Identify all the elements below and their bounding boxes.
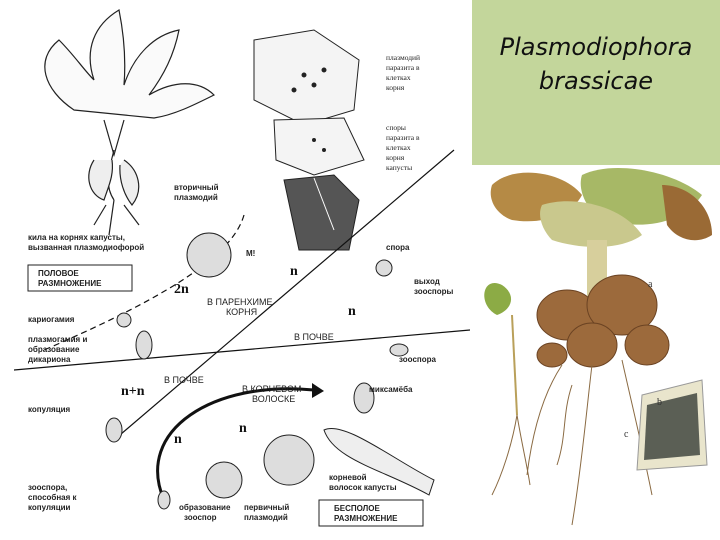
copulation-label: копуляция [28,405,71,414]
myxamoeba-label: миксамёба [369,385,413,394]
zoospore-exit-label-1: выход [414,277,440,286]
zone-lines [14,149,470,441]
ploidy-2n: 2n [174,282,189,297]
title-panel [472,0,720,165]
zoospore-exit-label-2: зооспоры [414,287,454,296]
slide-title: Plasmodiophora brassicae [472,30,720,98]
micro-inset [636,379,708,471]
root-hair-cabbage-label-1: корневой [329,473,367,482]
arrow-head [312,383,324,398]
root-hair-label-1: В КОРНЕВОМ [242,384,301,394]
diagram-label: споры [386,123,406,132]
diagram-label: паразита в [386,63,420,72]
zoospore-copulation-label-2: способная к [28,493,78,502]
plasmogamy-label-1: плазмогамия и [28,335,87,344]
spora-label: спора [386,243,410,252]
secondary-plasmodium-label-1: вторичный [174,183,219,192]
life-cycle-diagram: плазмодий паразита в клетках корня споры… [14,9,470,527]
label-a: a [648,279,653,290]
root-hair-label-2: ВОЛОСКЕ [252,394,295,404]
diagram-label: плазмодий [386,53,420,62]
zoospore-copulation-label-3: копуляции [28,503,71,512]
kila-label-2: вызванная плазмодиофорой [28,243,144,252]
m-mark: M! [246,249,255,258]
ploidy-nn: n+n [121,384,145,399]
title-line-2: brassicae [538,67,654,95]
label-b: b [657,397,662,408]
primary-plasmodium-label-2: плазмодий [244,513,288,522]
secondary-plasmodium-label-2: плазмодий [174,193,218,202]
title-line-1: Plasmodiophora [499,33,693,61]
diagram-label: паразита в [386,133,420,142]
kila-label-1: кила на корнях капусты, [28,233,125,242]
small-plant [484,282,531,496]
plant-cells-illustration [253,29,365,176]
asexual-box-label-1: БЕСПОЛОЕ [334,504,380,513]
zoospore-copulation-label-1: зооспора, [28,483,67,492]
zoospore-formation-label-2: зооспор [184,513,217,522]
sexual-box-label-2: РАЗМНОЖЕНИЕ [38,279,102,288]
diagram-label: клетках [386,73,411,82]
parenchyma-label-2: КОРНЯ [226,307,257,317]
label-c: c [624,429,629,440]
cabbage-illustration [44,9,216,236]
cycle-arrow [156,387,315,501]
legend-spores: споры паразита в клетках корня капусты [386,123,420,172]
diagram-label: клетках [386,143,411,152]
legend-top: плазмодий паразита в клетках корня [386,53,420,92]
ploidy-n3: n [239,421,247,436]
plasmodium-shapes [105,232,435,510]
diagram-label: корня [386,83,405,92]
soil-top-label: В ПОЧВЕ [294,332,334,342]
galls [536,274,670,368]
parenchyma-label-1: В ПАРЕНХИМЕ [207,297,272,307]
roots [526,359,653,526]
diagram-label: корня [386,153,405,162]
sexual-box [27,264,133,292]
asexual-box-label-2: РАЗМНОЖЕНИЕ [334,514,398,523]
spore-cells [283,174,360,251]
ploidy-n2: n [348,304,356,319]
leaves [490,167,712,247]
diagram-label: капусты [386,163,412,172]
ploidy-n4: n [174,432,182,447]
sexual-box-label-1: ПОЛОВОЕ [38,269,79,278]
cabbage-root-photo: a b c [472,165,720,540]
root-hair-cabbage-label-2: волосок капусты [329,483,397,492]
zoospore-formation-label-1: образование [179,503,231,512]
ploidy-n1: n [290,264,298,279]
soil-left-label: В ПОЧВЕ [164,375,204,385]
plasmogamy-label-2: образование [28,345,80,354]
zoospore-label: зооспора [399,355,437,364]
karyogamy-label: кариогамия [28,315,75,324]
primary-plasmodium-label-1: первичный [244,503,289,512]
plasmogamy-label-3: дикариона [28,355,71,364]
asexual-box [318,499,424,527]
